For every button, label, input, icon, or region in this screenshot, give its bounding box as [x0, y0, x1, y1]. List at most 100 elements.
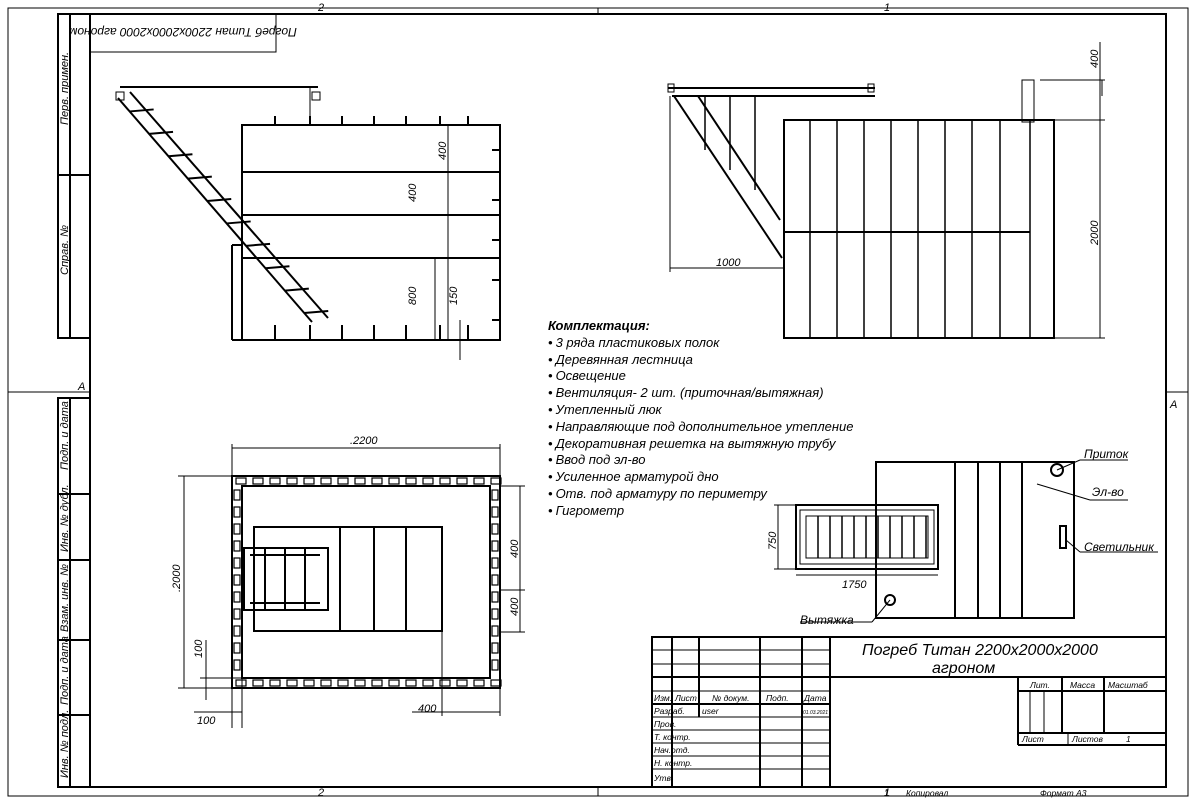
- ladder-rung: [187, 175, 212, 180]
- spec-item: Ввод под эл-во: [548, 452, 908, 469]
- perimeter-block: [233, 506, 241, 518]
- lamp-icon: [1059, 525, 1067, 549]
- perimeter-block: [491, 625, 499, 637]
- stamp-inv-podl: Инв. № подл.: [59, 710, 71, 778]
- spec-items: 3 ряда пластиковых полок Деревянная лест…: [548, 335, 908, 520]
- row-razrab: Разраб.: [654, 706, 685, 716]
- perimeter-block: [491, 574, 499, 586]
- side-dim-width: 1000: [716, 257, 741, 269]
- perimeter-block: [233, 608, 241, 620]
- perimeter-block: [286, 679, 298, 687]
- col-izm: Изм.: [654, 693, 672, 703]
- front-view: 400 400 800 150: [115, 86, 501, 360]
- perimeter-block: [354, 477, 366, 485]
- perimeter-block: [303, 679, 315, 687]
- perimeter-block: [233, 489, 241, 501]
- perimeter-block: [439, 679, 451, 687]
- front-dim-3: 800: [407, 286, 419, 305]
- inflow-vent-icon: [1050, 463, 1064, 477]
- lit-label: Лит.: [1029, 680, 1050, 690]
- front-dim-4: 150: [448, 286, 460, 305]
- copied-label: Копировал: [906, 788, 948, 798]
- perimeter-block: [233, 540, 241, 552]
- perimeter-block: [286, 477, 298, 485]
- perimeter-block: [491, 557, 499, 569]
- perimeter-block: [320, 679, 332, 687]
- ladder-rung: [148, 130, 174, 135]
- perimeter-block: [233, 557, 241, 569]
- front-dim-2: 400: [407, 183, 419, 202]
- stamp-inv-dubl: Инв. № дубл.: [59, 484, 71, 552]
- stamp-sprav: Справ. №: [59, 225, 71, 275]
- spec-item: Гигрометр: [548, 503, 908, 520]
- row-prov: Пров.: [654, 719, 676, 729]
- row-nkontr: Н. контр.: [654, 758, 692, 768]
- perimeter-block: [235, 679, 247, 687]
- perimeter-block: [405, 477, 417, 485]
- perimeter-block: [422, 477, 434, 485]
- sheet-label: Лист: [1021, 734, 1044, 744]
- perimeter-block: [233, 523, 241, 535]
- plan-dim-bottom: 100: [193, 639, 205, 658]
- scale-label: Масштаб: [1108, 680, 1149, 690]
- perimeter-block: [269, 679, 281, 687]
- perimeter-block: [491, 608, 499, 620]
- perimeter-block: [456, 679, 468, 687]
- front-dim-1: 400: [437, 141, 449, 160]
- spec-item: Утепленный люк: [548, 402, 908, 419]
- zone-bottom-right: 1: [884, 787, 890, 799]
- spec-item: Отв. под арматуру по периметру: [548, 486, 908, 503]
- plan-view: .2200 .2000 400 400 100 100 400: [171, 435, 525, 728]
- side-view: 400 2000 1000: [667, 42, 1105, 339]
- plan-dim-bottom-right: 400: [418, 703, 437, 715]
- perimeter-block: [491, 489, 499, 501]
- row-nachotd: Нач.отд.: [654, 745, 690, 755]
- perimeter-block: [491, 506, 499, 518]
- zone-top-right: 1: [884, 2, 890, 14]
- perimeter-block: [233, 574, 241, 586]
- exhaust-vent-icon: [884, 594, 896, 606]
- row-right: A: [1169, 399, 1177, 411]
- perimeter-block: [491, 659, 499, 671]
- spec-heading: Комплектация:: [548, 318, 650, 333]
- ladder-rung: [226, 220, 251, 225]
- perimeter-block: [388, 679, 400, 687]
- title-line2: агроном: [932, 660, 995, 677]
- zone-bottom-num: 1: [884, 788, 889, 798]
- perimeter-block: [320, 477, 332, 485]
- perimeter-block: [490, 477, 502, 485]
- callout-inflow: Приток: [1084, 447, 1130, 461]
- spec-item: Освещение: [548, 368, 908, 385]
- perimeter-block: [473, 679, 485, 687]
- perimeter-block: [388, 477, 400, 485]
- perimeter-block: [233, 642, 241, 654]
- sheets-label: Листов: [1071, 734, 1104, 744]
- ladder-rung: [304, 310, 329, 315]
- stamp-podp-data-1: Подп. и дата: [59, 401, 71, 470]
- ladder-rung: [284, 287, 309, 292]
- plan-dim-width: .2200: [350, 435, 378, 447]
- plan-dim-height: .2000: [171, 564, 183, 592]
- rotated-stamp: Погреб Титан 2200х2000х2000 агроном: [69, 13, 297, 53]
- perimeter-block: [473, 477, 485, 485]
- side-stamp: Перв. примен. Справ. № Подп. и дата Инв.…: [57, 13, 91, 788]
- detail-dim-height: 750: [767, 531, 779, 550]
- perimeter-block: [491, 642, 499, 654]
- perimeter-block: [491, 540, 499, 552]
- perimeter-block: [371, 679, 383, 687]
- plan-dim-row1: 400: [509, 539, 521, 558]
- front-ladder: [117, 91, 329, 323]
- perimeter-block: [405, 679, 417, 687]
- zone-top-left: 2: [317, 2, 324, 14]
- callout-exhaust: Вытяжка: [800, 613, 854, 627]
- ladder-rung: [265, 265, 290, 270]
- spec-list: Комплектация: 3 ряда пластиковых полок Д…: [548, 318, 908, 520]
- col-doc: № докум.: [712, 693, 749, 703]
- perimeter-block: [233, 591, 241, 603]
- perimeter-block: [490, 679, 502, 687]
- zone-bottom-left: 2: [317, 787, 324, 799]
- ladder-rung: [129, 108, 154, 113]
- perimeter-block: [252, 477, 264, 485]
- callout-lamp: Светильник: [1084, 540, 1155, 554]
